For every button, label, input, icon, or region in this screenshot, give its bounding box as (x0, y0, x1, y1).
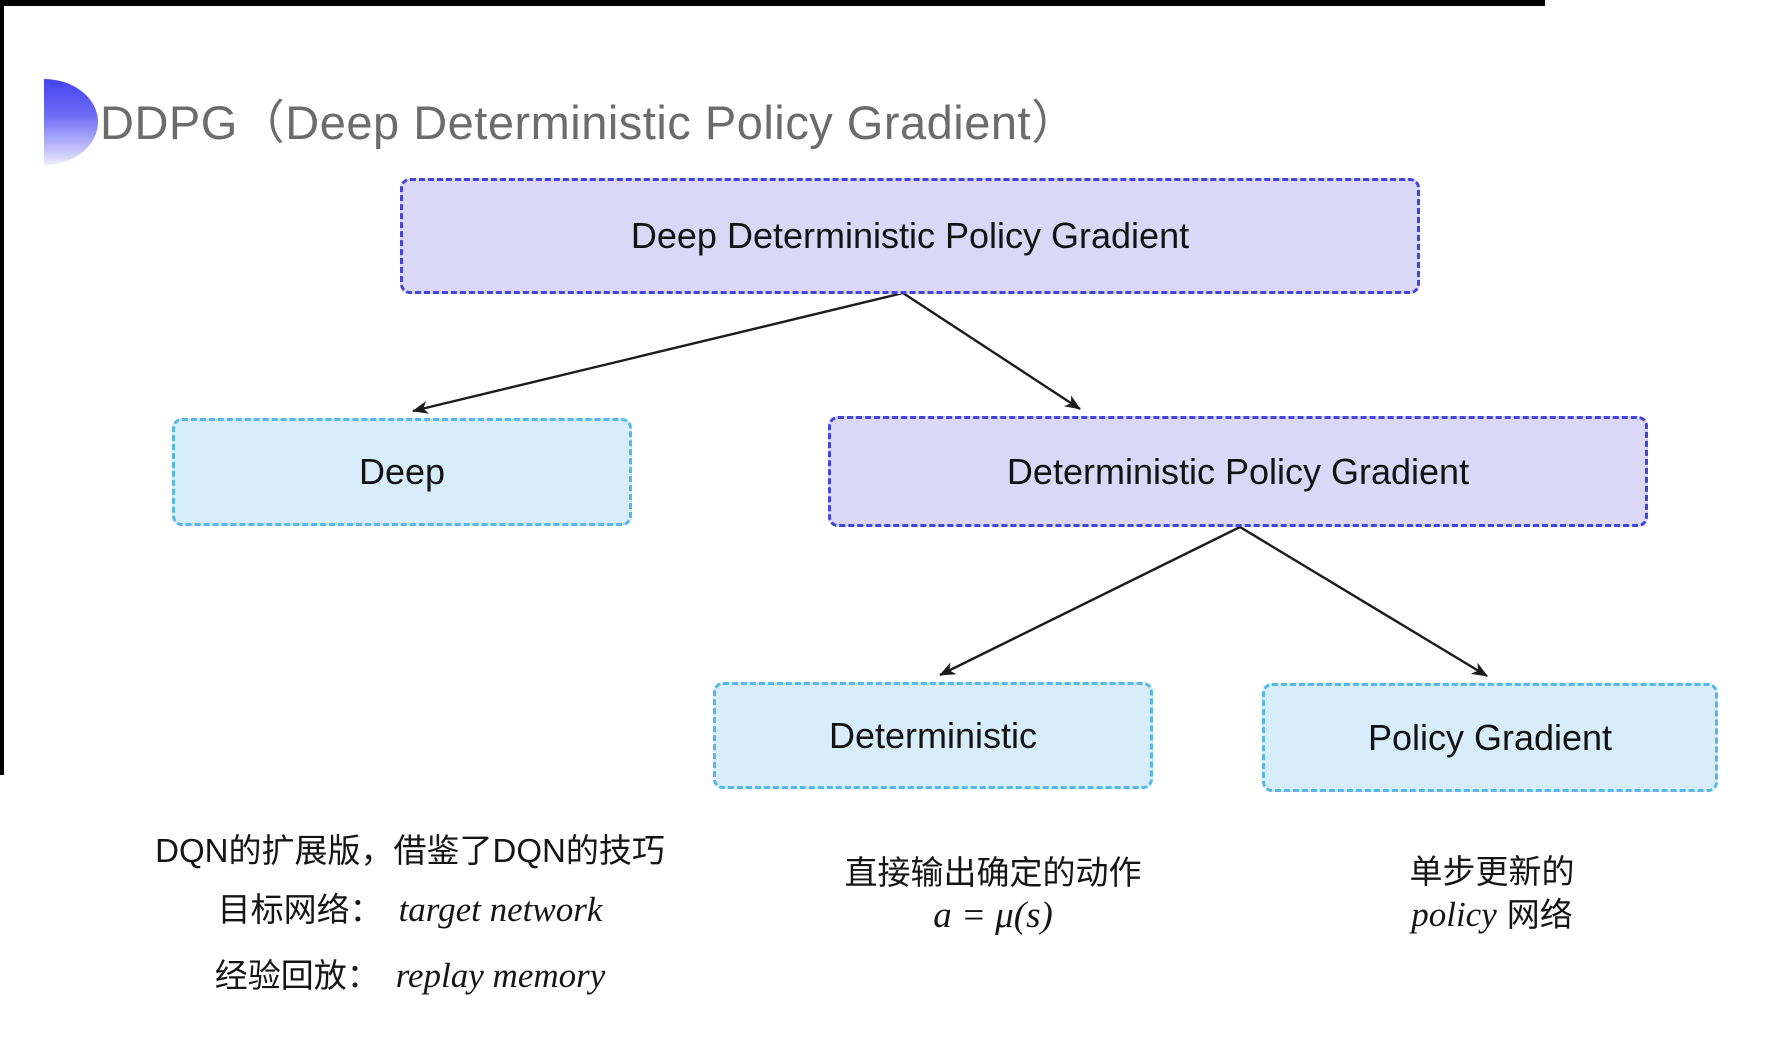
left-black-bar (0, 0, 4, 775)
note-term-policy: policy (1411, 895, 1497, 934)
note-suffix-network: 网络 (1506, 896, 1573, 933)
arrow-root-to-dpg (902, 291, 1081, 411)
arrow-dpg-to-policy-gradient (1239, 525, 1488, 678)
note-line-replay-memory: 经验回放： replay memory (90, 946, 730, 1012)
node-label: Deterministic Policy Gradient (1006, 450, 1470, 492)
note-line-single-step: 单步更新的 (1409, 853, 1575, 890)
note-line-formula: a = μ(s) (793, 894, 1193, 944)
node-label: Deep Deterministic Policy Gradient (630, 215, 1190, 256)
node-deep-deterministic-policy-gradient: Deep Deterministic Policy Gradient (400, 178, 1420, 294)
arrow-dpg-to-deterministic (939, 525, 1241, 677)
page-title: DDPG（Deep Deterministic Policy Gradient） (100, 95, 1079, 149)
note-line-dqn: DQN的扩展版，借鉴了DQN的技巧 (155, 832, 665, 869)
note-line-deterministic-action: 直接输出确定的动作 (844, 854, 1142, 891)
node-policy-gradient: Policy Gradient (1262, 683, 1718, 792)
arrow-root-to-deep (412, 291, 904, 414)
note-label-replay-memory: 经验回放： (214, 957, 380, 994)
blue-semicircle-icon (44, 79, 98, 165)
node-label: Policy Gradient (1367, 716, 1613, 758)
top-black-bar (0, 0, 1545, 6)
node-label: Deterministic (828, 714, 1038, 756)
node-deterministic-policy-gradient: Deterministic Policy Gradient (828, 416, 1648, 527)
note-term-target-network: target network (398, 890, 603, 929)
note-label-target-network: 目标网络： (217, 891, 383, 928)
formula-a-mu-s: a = μ(s) (933, 895, 1053, 936)
note-term-replay-memory: replay memory (395, 956, 606, 995)
note-line-target-network: 目标网络： target network (90, 880, 730, 946)
note-dqn-extension: DQN的扩展版，借鉴了DQN的技巧 目标网络： target network 经验… (90, 821, 730, 1012)
node-label: Deep (358, 451, 446, 492)
node-deterministic: Deterministic (713, 682, 1153, 789)
note-deterministic-action: 直接输出确定的动作 a = μ(s) (793, 851, 1193, 944)
node-deep: Deep (172, 418, 632, 526)
